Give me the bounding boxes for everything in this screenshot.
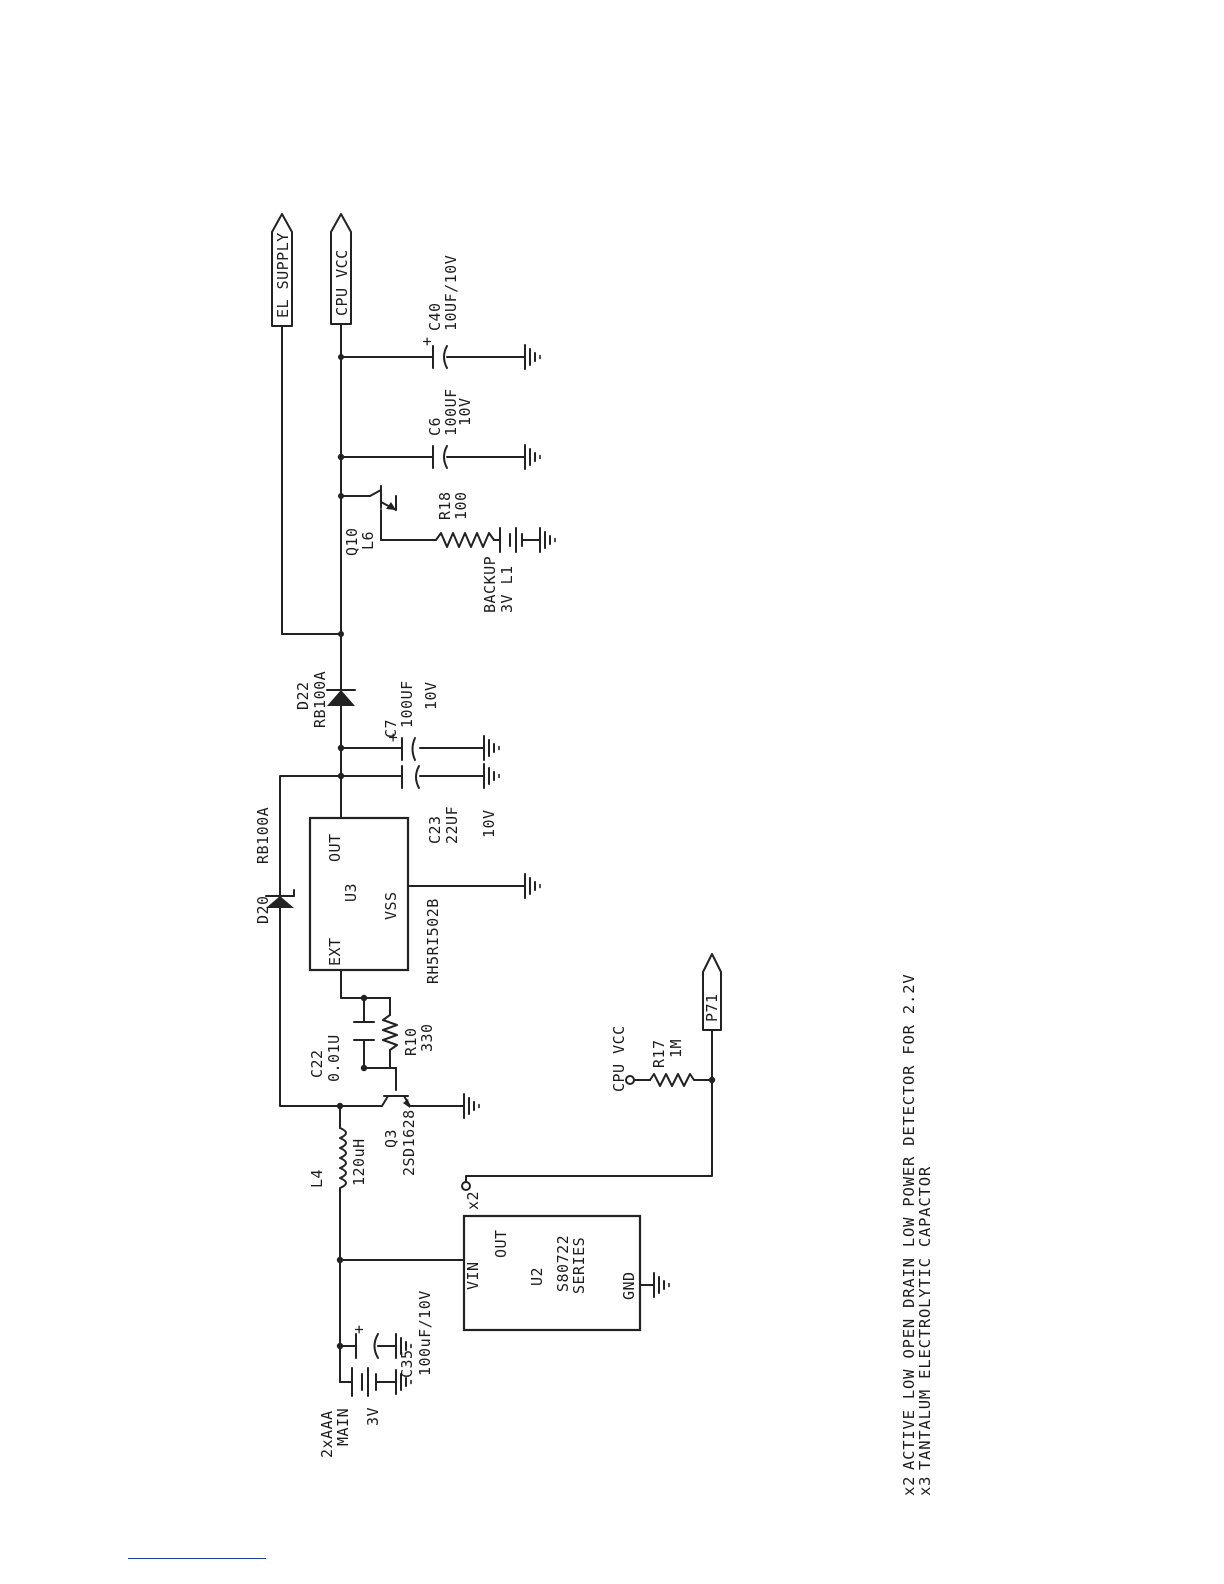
u3-pin-vss: VSS bbox=[382, 891, 400, 920]
ic-u3: OUT U3 VSS EXT RH5RI502B bbox=[308, 816, 442, 984]
inductor-l4: L4 120uH bbox=[308, 1127, 368, 1193]
u3-pin-ext: EXT bbox=[326, 937, 344, 966]
u3-pin-out: OUT bbox=[326, 833, 344, 862]
battery-main-spec: 3V bbox=[364, 1407, 382, 1426]
r17-ref: R17 bbox=[650, 1039, 668, 1068]
p71-label: P71 bbox=[703, 993, 721, 1022]
u2-note-mark: x2 bbox=[464, 1191, 482, 1210]
u2-pin-out: OUT bbox=[492, 1229, 510, 1258]
el-supply-label: EL_SUPPLY bbox=[274, 232, 292, 318]
c7-value: 100UF bbox=[398, 680, 416, 728]
r18-ref: R18 bbox=[436, 491, 454, 520]
d20-value: RB100A bbox=[254, 807, 272, 864]
r18-value: 100 bbox=[452, 491, 470, 520]
note-x3-mark: x3 bbox=[916, 1476, 934, 1496]
u3-part: RH5RI502B bbox=[424, 898, 442, 984]
u3-ref: U3 bbox=[342, 883, 360, 902]
battery-main-label1: 2xAAA bbox=[318, 1410, 336, 1458]
u2-ref: U2 bbox=[528, 1267, 546, 1286]
q3-value: 2SD1628 bbox=[400, 1109, 418, 1176]
q10-ref: Q10 bbox=[343, 527, 361, 556]
c6-voltage: 10V bbox=[456, 397, 474, 426]
resistor-r18: R18 100 bbox=[429, 491, 495, 548]
footnotes: x2 ACTIVE LOW OPEN DRAIN LOW POWER DETEC… bbox=[900, 974, 934, 1496]
capacitor-c35: + C35 100uF/10V bbox=[350, 1290, 434, 1378]
note-x2-mark: x2 bbox=[900, 1476, 918, 1496]
u2-pin-vin: VIN bbox=[464, 1261, 482, 1290]
backup-label: BACKUP bbox=[481, 556, 499, 613]
capacitor-c23: C23 22UF 10V bbox=[401, 765, 498, 844]
capacitor-c6: C6 100UF 10V bbox=[426, 388, 474, 469]
note-x3-text: TANTALUM ELECTROLYTIC CAPACTOR bbox=[916, 1166, 934, 1470]
cpu-vcc-port-label: CPU_VCC bbox=[333, 249, 351, 316]
footer-rule bbox=[128, 1558, 266, 1559]
junction-dots bbox=[336, 354, 716, 1350]
svg-text:+: + bbox=[384, 732, 402, 742]
c22-ref: C22 bbox=[308, 1049, 326, 1078]
svg-text:+: + bbox=[350, 1324, 368, 1334]
ic-u2: x2 VIN OUT U2 S80722 SERIES GND bbox=[461, 1181, 642, 1332]
diode-d22: D22 RB100A bbox=[294, 671, 356, 728]
transistor-q10: Q10 L6 bbox=[343, 485, 397, 556]
d22-value: RB100A bbox=[311, 671, 329, 728]
el-supply-port: EL_SUPPLY bbox=[271, 213, 293, 327]
d20-ref: D20 bbox=[254, 895, 272, 924]
transistor-q3: Q3 2SD1628 bbox=[381, 1095, 418, 1176]
c6-ref: C6 bbox=[426, 417, 444, 436]
q10-value: L6 bbox=[359, 531, 377, 550]
capacitor-c40: + C40 10UF/10V bbox=[418, 255, 460, 369]
wires bbox=[279, 323, 713, 1383]
resistor-r10: R10 330 bbox=[382, 1014, 436, 1056]
capacitor-c7: + C7 100UF 10V bbox=[382, 680, 440, 761]
c35-value: 100uF/10V bbox=[416, 1290, 434, 1376]
c6-value: 100UF bbox=[442, 388, 460, 436]
c22-value: 0.01U bbox=[325, 1034, 343, 1082]
d22-ref: D22 bbox=[294, 681, 312, 710]
r10-ref: R10 bbox=[402, 1027, 420, 1056]
cpu-vcc-port: CPU_VCC bbox=[330, 213, 352, 325]
backup-spec: 3V L1 bbox=[498, 565, 516, 613]
battery-main-label2: MAIN bbox=[334, 1408, 352, 1446]
l4-value: 120uH bbox=[350, 1138, 368, 1186]
svg-text:+: + bbox=[418, 336, 436, 346]
battery-main: 2xAAA MAIN 3V bbox=[318, 1367, 382, 1458]
q3-ref: Q3 bbox=[382, 1129, 400, 1148]
p71-port: P71 bbox=[702, 953, 722, 1031]
c40-value: 10UF/10V bbox=[442, 255, 460, 331]
l4-ref: L4 bbox=[308, 1169, 326, 1188]
u2-pin-gnd: GND bbox=[620, 1271, 638, 1300]
note-x2-text: ACTIVE LOW OPEN DRAIN LOW POWER DETECTOR… bbox=[900, 974, 918, 1470]
u2-series: SERIES bbox=[570, 1237, 588, 1294]
c23-ref: C23 bbox=[426, 815, 444, 844]
c23-voltage: 10V bbox=[480, 809, 498, 838]
c35-ref: C35 bbox=[398, 1349, 416, 1378]
diode-d20: D20 RB100A bbox=[254, 807, 295, 924]
r17-value: 1M bbox=[667, 1039, 685, 1058]
battery-backup: BACKUP 3V L1 bbox=[481, 527, 523, 613]
u2-part: S80722 bbox=[554, 1235, 572, 1292]
c40-ref: C40 bbox=[426, 302, 444, 331]
r17-supply-label: CPU VCC bbox=[610, 1025, 628, 1092]
resistor-r17: CPU VCC R17 1M bbox=[610, 1025, 699, 1092]
capacitor-c22: C22 0.01U bbox=[308, 1021, 375, 1082]
c7-ref: C7 bbox=[382, 719, 400, 738]
c7-voltage: 10V bbox=[422, 681, 440, 710]
c23-value: 22UF bbox=[443, 806, 461, 844]
r10-value: 330 bbox=[418, 1023, 436, 1052]
